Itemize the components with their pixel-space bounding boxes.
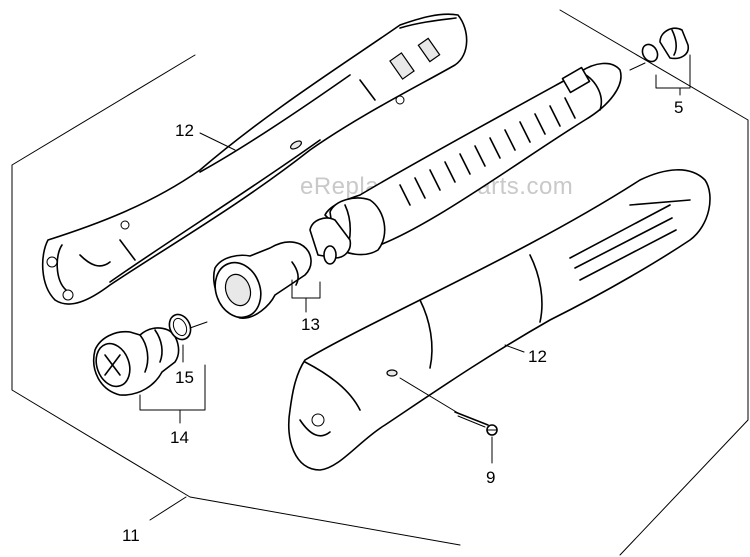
assembly-box-outline [11,9,749,556]
callout-nozzle-set: 14 [170,428,189,447]
callout-handle-half-left: 12 [175,121,194,140]
valve-set [213,217,352,319]
callout-valve-set: 13 [301,315,320,334]
callout-screw: 9 [486,468,495,487]
screw [454,411,498,436]
callout-assembly: 11 [122,526,140,545]
callout-plug-set: 5 [674,98,683,117]
handle-half-right [288,169,711,471]
callout-handle-half-right: 12 [528,347,547,366]
nozzle-set [93,327,180,396]
callout-o-ring: 15 [175,368,194,387]
plug-set [641,27,690,63]
leader-lines [139,54,691,521]
o-ring-inner [172,317,188,337]
handle-half-left [41,13,468,305]
